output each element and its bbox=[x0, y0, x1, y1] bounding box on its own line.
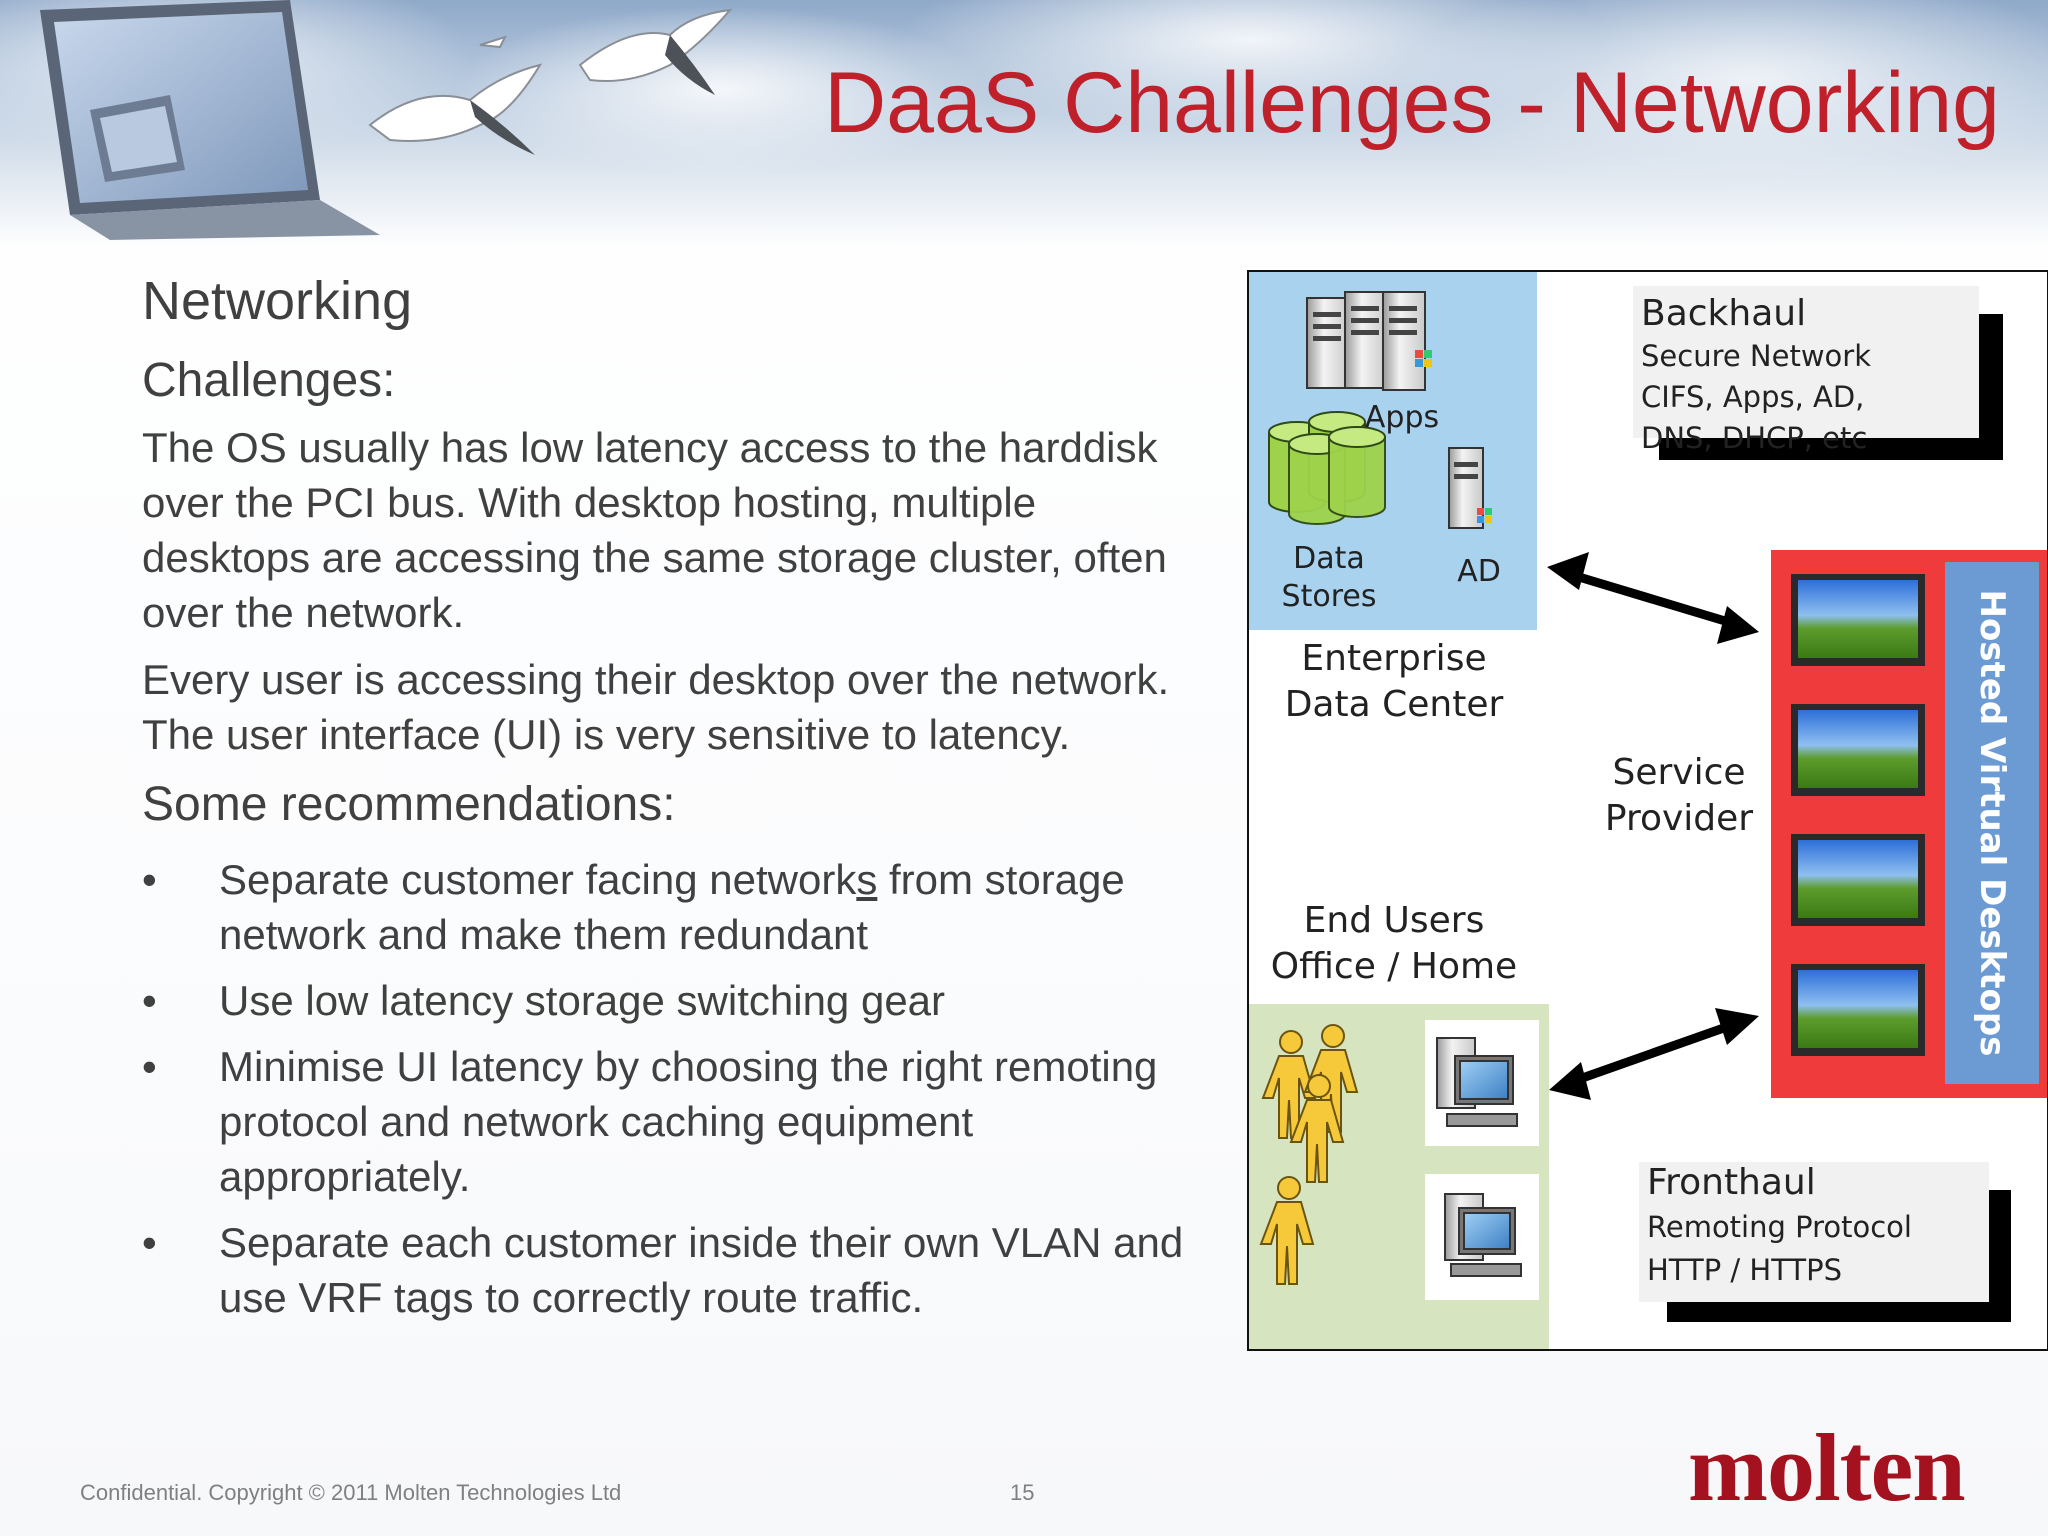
section-heading: Networking bbox=[142, 271, 413, 331]
backhaul-line: DNS, DHCP, etc bbox=[1641, 421, 1868, 455]
network-diagram-graphics bbox=[1249, 272, 2047, 1349]
enterprise-label-line: Enterprise bbox=[1301, 638, 1487, 679]
data-stores-label-line: Stores bbox=[1281, 579, 1377, 614]
backhaul-title: Backhaul bbox=[1641, 293, 1807, 334]
slide-title: DaaS Challenges - Networking bbox=[824, 55, 2000, 151]
recommendation-text-post: from storage network and make them redun… bbox=[219, 856, 1125, 958]
header-sky-banner bbox=[0, 0, 2048, 250]
challenge-paragraph-2: Every user is accessing their desktop ov… bbox=[142, 656, 1170, 758]
challenges-heading: Challenges: bbox=[142, 354, 396, 407]
connection-arrows bbox=[1547, 552, 1759, 1100]
slide-body: Networking Challenges: The OS usually ha… bbox=[142, 268, 1212, 1336]
hosted-virtual-desktops-label: Hosted Virtual Desktops bbox=[1972, 589, 2012, 1057]
ad-server-icon bbox=[1448, 447, 1492, 529]
bullet-marker: • bbox=[142, 1219, 157, 1266]
seagulls-illustration bbox=[368, 8, 733, 155]
recommendation-text: Minimise UI latency by choosing the righ… bbox=[219, 1043, 1158, 1200]
recommendation-text-pre: Separate customer facing network bbox=[219, 856, 857, 903]
recommendation-text: Separate each customer inside their own … bbox=[219, 1219, 1184, 1321]
storage-cylinder-icons bbox=[1268, 411, 1386, 525]
recommendation-text: Use low latency storage switching gear bbox=[219, 977, 946, 1024]
backhaul-line: CIFS, Apps, AD, bbox=[1641, 380, 1865, 414]
fronthaul-line: HTTP / HTTPS bbox=[1647, 1253, 1843, 1287]
laptop-illustration bbox=[40, 0, 380, 240]
recommendation-item: • Use low latency storage switching gear bbox=[142, 973, 1212, 1028]
bullet-marker: • bbox=[142, 856, 157, 903]
recommendation-item: • Separate customer facing networks from… bbox=[142, 852, 1212, 962]
recommendation-text-underlined: s bbox=[856, 856, 878, 903]
people-icons bbox=[1259, 1024, 1359, 1285]
hosted-desktops-label-bar bbox=[1945, 562, 2039, 1084]
service-provider-label-line: Service bbox=[1612, 752, 1746, 793]
enterprise-label-line: Data Center bbox=[1284, 684, 1504, 725]
fronthaul-title: Fronthaul bbox=[1647, 1162, 1816, 1203]
recommendations-heading: Some recommendations: bbox=[142, 778, 676, 831]
service-provider-label-line: Provider bbox=[1604, 798, 1754, 839]
end-users-label-line: Office / Home bbox=[1270, 946, 1518, 987]
service-provider-label: Service Provider bbox=[1599, 750, 1759, 842]
network-diagram: Apps Data Stores AD Enterprise Data Cent… bbox=[1247, 270, 2048, 1351]
enterprise-data-center-label: Enterprise Data Center bbox=[1269, 636, 1519, 728]
recommendations-list: • Separate customer facing networks from… bbox=[142, 852, 1212, 1325]
end-users-label-line: End Users bbox=[1303, 900, 1485, 941]
ad-label: AD bbox=[1457, 554, 1501, 589]
fronthaul-line: Remoting Protocol bbox=[1647, 1210, 1912, 1244]
fronthaul-box bbox=[1639, 1162, 1989, 1302]
challenge-paragraph-1: The OS usually has low latency access to… bbox=[142, 424, 1167, 636]
apps-label: Apps bbox=[1364, 400, 1440, 435]
app-server-icons bbox=[1306, 291, 1432, 391]
fronthaul-box-text: Fronthaul Remoting Protocol HTTP / HTTPS bbox=[1647, 1160, 1987, 1292]
backhaul-line: Secure Network bbox=[1641, 339, 1872, 373]
molten-logo: molten bbox=[1688, 1414, 1966, 1521]
bullet-marker: • bbox=[142, 1043, 157, 1090]
end-users-label: End Users Office / Home bbox=[1259, 898, 1529, 990]
backhaul-box bbox=[1633, 286, 1979, 438]
data-stores-label-line: Data bbox=[1293, 541, 1365, 576]
recommendation-item: • Minimise UI latency by choosing the ri… bbox=[142, 1039, 1212, 1204]
bullet-marker: • bbox=[142, 977, 157, 1024]
pc-workstation-icons bbox=[1436, 1037, 1522, 1277]
data-stores-label: Data Stores bbox=[1269, 540, 1389, 616]
recommendation-item: • Separate each customer inside their ow… bbox=[142, 1215, 1212, 1325]
backhaul-box-text: Backhaul Secure Network CIFS, Apps, AD, … bbox=[1641, 292, 1971, 459]
copyright-footer: Confidential. Copyright © 2011 Molten Te… bbox=[80, 1480, 622, 1505]
page-number: 15 bbox=[1010, 1480, 1035, 1505]
desktop-monitor-icons bbox=[1791, 574, 1925, 1056]
